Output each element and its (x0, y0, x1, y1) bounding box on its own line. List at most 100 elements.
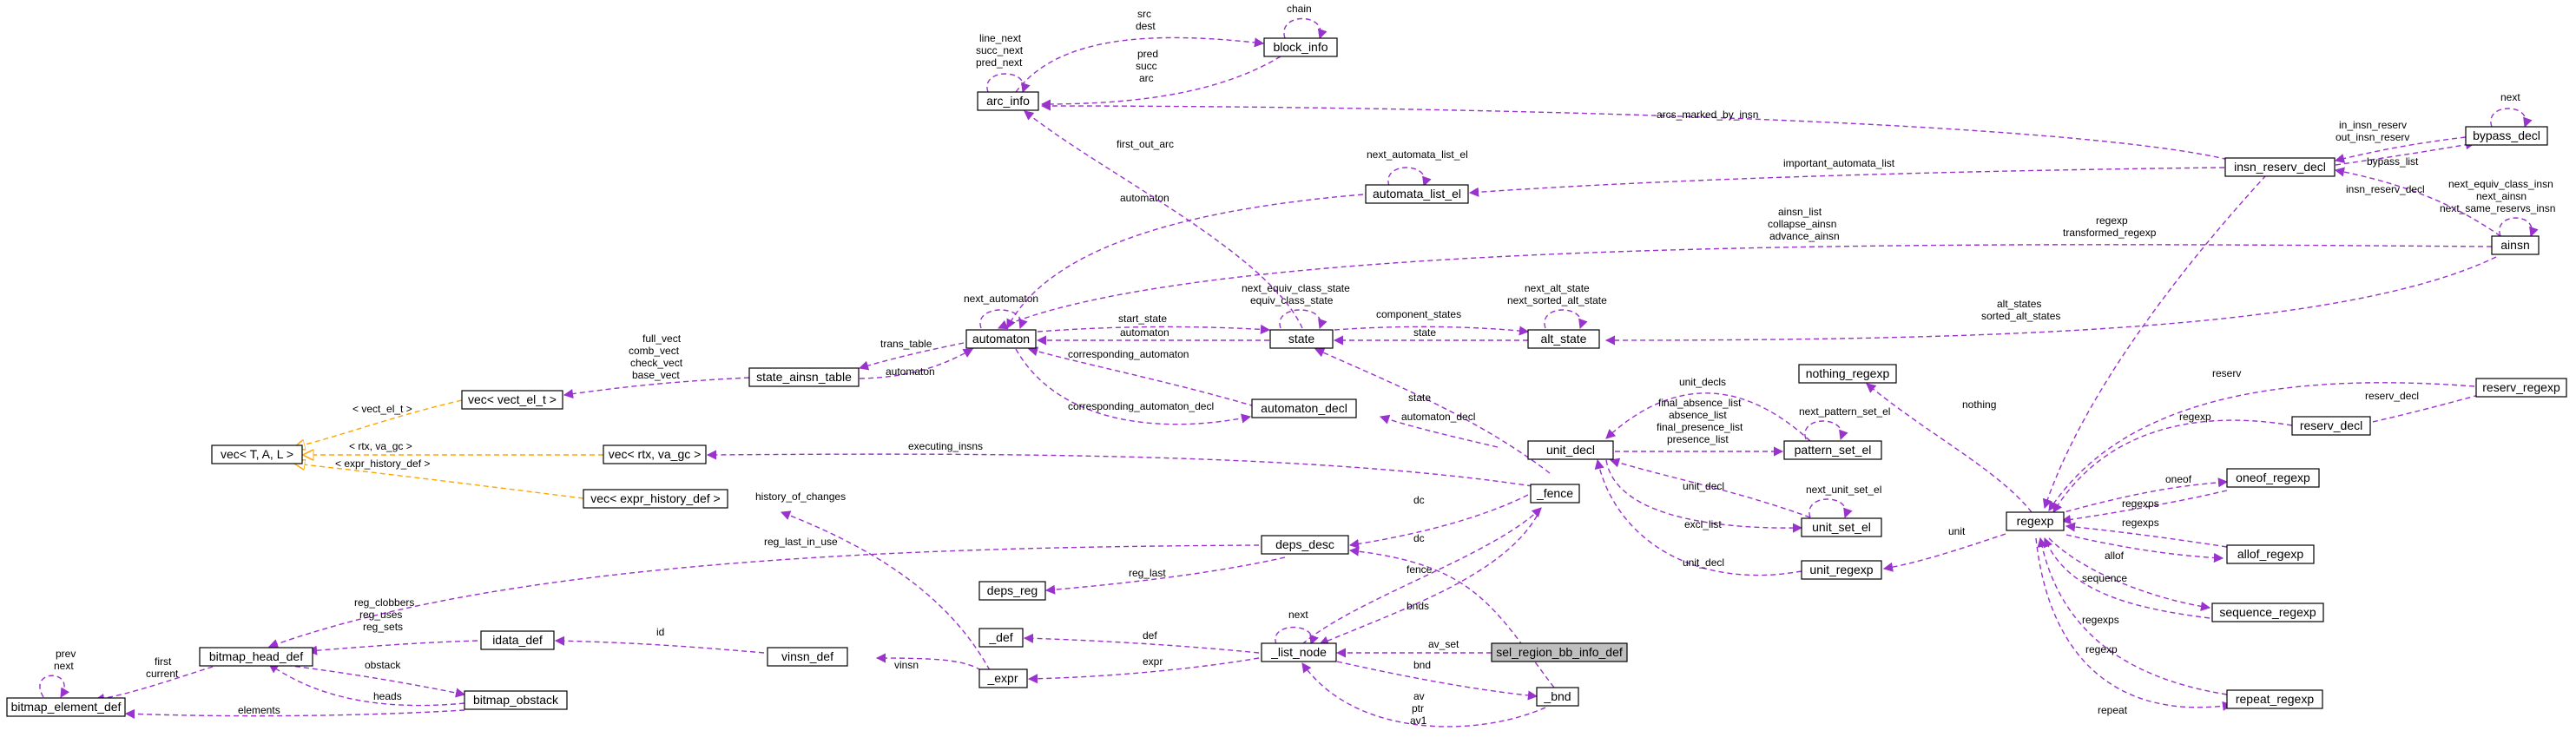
edge-label-arc: arc (1139, 72, 1154, 84)
edge-label-succ: succ (1136, 60, 1157, 72)
edge-automaton-table: automaton (859, 348, 973, 379)
edge-excl-list: excl_list (1605, 459, 1803, 533)
node-bypass-decl[interactable]: bypass_decl (2465, 126, 2548, 146)
edge-label-transformed-regexp: transformed_regexp (2063, 227, 2157, 239)
edge-trans-table: trans_table (858, 338, 965, 371)
node-fence[interactable]: _fence (1530, 484, 1580, 504)
node-automata-list-el[interactable]: automata_list_el (1365, 184, 1469, 204)
node-bnd[interactable]: _bnd (1536, 687, 1579, 707)
edge-tpl-vect: < vect_el_t > (295, 399, 463, 447)
edge-label-important-automata-list: important_automata_list (1783, 157, 1895, 169)
node-block-info[interactable]: block_info (1263, 37, 1338, 57)
edge-list-node-next: next (1275, 609, 1319, 646)
node-insn-reserv-decl[interactable]: insn_reserv_decl (2224, 157, 2336, 177)
edge-label-id: id (656, 626, 664, 638)
node-label: insn_reserv_decl (2234, 160, 2326, 174)
node-state[interactable]: state (1269, 329, 1334, 349)
edge-start-state: start_state (1037, 313, 1271, 334)
edge-expr: expr (1027, 655, 1260, 684)
edge-label-state2: state (1408, 392, 1431, 404)
node-label: nothing_regexp (1806, 366, 1890, 380)
edge-dc-bnd: dc (1348, 532, 1555, 688)
node-automaton-decl[interactable]: automaton_decl (1251, 398, 1357, 418)
edge-alt-next: next_alt_state next_sorted_alt_state (1507, 282, 1607, 330)
edge-label-first: first (155, 655, 172, 668)
edge-label-next-equiv-class-insn: next_equiv_class_insn (2448, 178, 2553, 190)
node-reserv-decl[interactable]: reserv_decl (2291, 416, 2371, 436)
node-vinsn-def[interactable]: vinsn_def (767, 647, 848, 667)
node-vec-rtx-va-gc[interactable]: vec< rtx, va_gc > (603, 444, 707, 464)
edge-label-sequence: sequence (2082, 572, 2127, 584)
edge-chain: chain (1283, 3, 1328, 40)
node-label: vec< rtx, va_gc > (609, 447, 702, 461)
node-oneof-regexp[interactable]: oneof_regexp (2226, 468, 2320, 488)
node-arc-info[interactable]: arc_info (977, 91, 1039, 111)
node-list-node[interactable]: _list_node (1261, 642, 1337, 662)
edge-label-reg-uses: reg_uses (359, 609, 402, 621)
node-state-ainsn-table[interactable]: state_ainsn_table (748, 367, 860, 387)
edge-regexps1: regexps (2060, 490, 2228, 525)
node-deps-desc[interactable]: deps_desc (1261, 535, 1349, 555)
node-repeat-regexp[interactable]: repeat_regexp (2226, 689, 2323, 709)
node-label: reserv_regexp (2482, 380, 2560, 394)
edge-label-in-insn-reserv: in_insn_reserv (2339, 119, 2407, 131)
edge-label-next-automata-list-el: next_automata_list_el (1367, 148, 1468, 161)
node-bitmap-head-def[interactable]: bitmap_head_def (199, 647, 313, 667)
node-ainsn[interactable]: ainsn (2491, 235, 2540, 255)
edge-label-unit-decls: unit_decls (1679, 376, 1726, 388)
edge-label-automaton2: automaton (1120, 326, 1169, 339)
edge-label-obstack: obstack (365, 659, 401, 671)
edge-allof: allof (2065, 534, 2224, 563)
edge-label-reserv: reserv (2212, 367, 2241, 379)
edge-obstack: obstack (277, 659, 466, 698)
edge-label-reg-last: reg_last (1129, 567, 1166, 579)
node-unit-decl[interactable]: unit_decl (1527, 440, 1614, 460)
edge-label-history-of-changes: history_of_changes (755, 491, 846, 503)
edge-label-bypass-next: next (2500, 91, 2520, 103)
edge-tpl-rtx: < rtx, va_gc > (304, 440, 603, 455)
edge-fence-state: state (1314, 348, 1551, 474)
edge-label-regexp2: regexp (2085, 643, 2118, 655)
node-deps-reg[interactable]: deps_reg (978, 581, 1046, 601)
edge-label-dc2: dc (1413, 532, 1425, 544)
node-unit-set-el[interactable]: unit_set_el (1801, 517, 1882, 537)
edge-label-next-automaton: next_automaton (964, 293, 1038, 305)
edge-alt-states: alt_states sorted_alt_states (1604, 256, 2497, 346)
edge-label-repeat: repeat (2098, 704, 2128, 716)
edge-label-next-equiv-class-state: next_equiv_class_state (1242, 282, 1350, 294)
node-vec-vect-el-t[interactable]: vec< vect_el_t > (461, 390, 563, 410)
edge-label-reg-last-in-use: reg_last_in_use (764, 536, 838, 548)
node-expr[interactable]: _expr (978, 668, 1028, 688)
node-allof-regexp[interactable]: allof_regexp (2226, 544, 2315, 564)
node-idata-def[interactable]: idata_def (480, 630, 555, 650)
edge-label-bnd: bnd (1413, 659, 1431, 671)
node-unit-regexp[interactable]: unit_regexp (1801, 560, 1882, 580)
edge-label-ainsn-list: ainsn_list (1778, 206, 1822, 218)
edge-label-advance-ainsn: advance_ainsn (1769, 230, 1840, 242)
node-bitmap-obstack[interactable]: bitmap_obstack (464, 690, 568, 710)
node-bitmap-element-def[interactable]: bitmap_element_def (6, 697, 126, 717)
node-reserv-regexp[interactable]: reserv_regexp (2475, 378, 2567, 398)
node-pattern-set-el[interactable]: pattern_set_el (1783, 440, 1882, 460)
edge-av-set: av_set (1335, 638, 1492, 658)
edge-label-heads: heads (373, 690, 402, 702)
node-def[interactable]: _def (978, 628, 1024, 648)
node-label: state_ainsn_table (756, 370, 852, 384)
edge-component-states: component_states (1334, 308, 1530, 336)
edge-label-check-vect: check_vect (630, 357, 683, 369)
node-alt-state[interactable]: alt_state (1527, 329, 1600, 349)
node-regexp[interactable]: regexp (2006, 511, 2065, 531)
edge-label-next: next (1288, 609, 1308, 621)
edge-bnds: bnds (1318, 507, 1542, 646)
edge-sequence: sequence (2048, 537, 2211, 611)
node-label: reserv_decl (2300, 418, 2362, 432)
edge-label-regexps2: regexps (2122, 517, 2159, 529)
node-vec-t-a-l[interactable]: vec< T, A, L > (211, 444, 303, 464)
node-label: unit_regexp (1809, 563, 1873, 576)
node-sequence-regexp[interactable]: sequence_regexp (2211, 602, 2324, 622)
node-sel-region-bb-info-def[interactable]: sel_region_bb_info_def (1491, 642, 1628, 662)
node-vec-expr-history-def[interactable]: vec< expr_history_def > (583, 489, 728, 509)
node-label: vec< expr_history_def > (590, 491, 720, 505)
node-automaton[interactable]: automaton (965, 329, 1037, 349)
node-nothing-regexp[interactable]: nothing_regexp (1798, 364, 1897, 384)
